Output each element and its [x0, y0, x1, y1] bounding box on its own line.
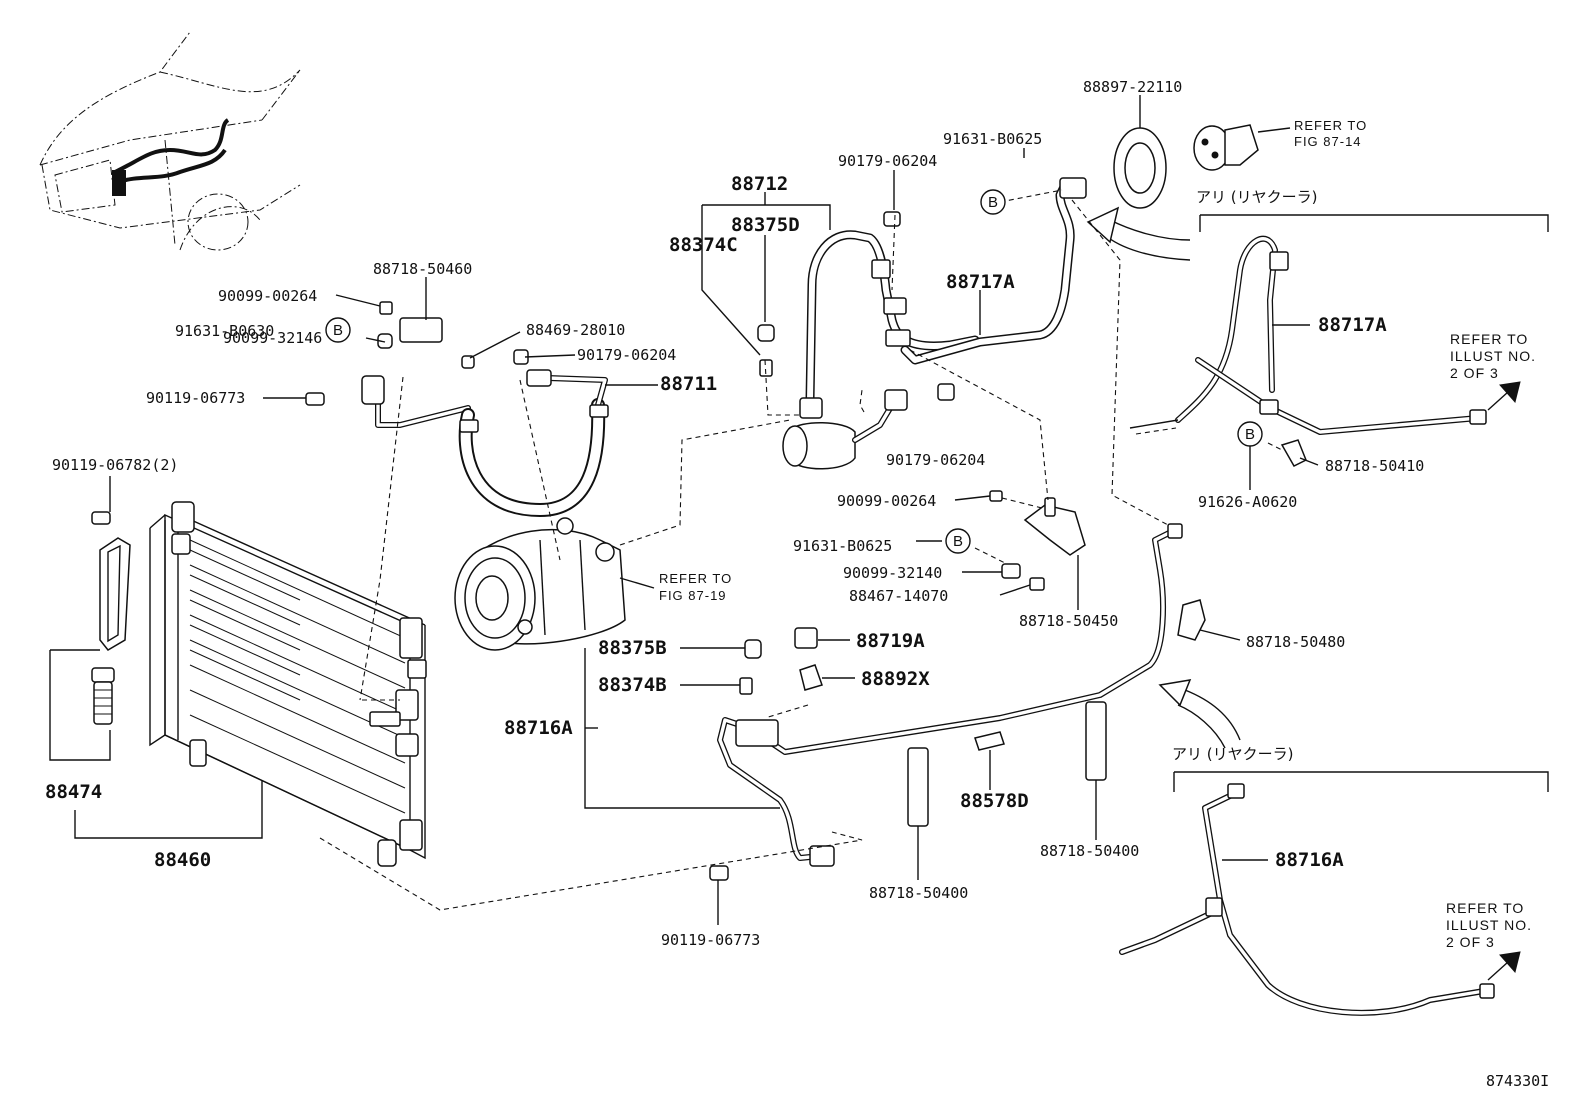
b-badge-mid: B	[945, 528, 971, 554]
label-88892x: 88892X	[861, 668, 930, 690]
part-labels: 88897-22110 91631-B0625 90179-06204 8871…	[45, 78, 1424, 949]
note-illust-a-line1: REFER TO	[1450, 331, 1528, 347]
seal-ring	[1113, 127, 1167, 209]
label-88467-14070: 88467-14070	[849, 587, 948, 605]
label-88374c: 88374C	[669, 234, 738, 256]
note-rear-cooler-lower: アリ (リヤクーラ)	[1172, 745, 1293, 763]
label-88718-50400-right: 88718-50400	[1040, 842, 1139, 860]
hose-88711	[361, 369, 609, 517]
label-88718-50400-left: 88718-50400	[869, 884, 968, 902]
label-88718-50450: 88718-50450	[1019, 612, 1118, 630]
note-rear-cooler-upper: アリ (リヤクーラ)	[1196, 188, 1317, 206]
label-91631-b0625-mid: 91631-B0625	[793, 537, 892, 555]
label-90119-06773-top: 90119-06773	[146, 389, 245, 407]
svg-text:B: B	[988, 194, 998, 211]
label-88469-28010: 88469-28010	[526, 321, 625, 339]
label-88716a-rear: 88716A	[1275, 849, 1344, 871]
svg-text:B: B	[953, 533, 963, 550]
label-90099-00264-mid: 90099-00264	[837, 492, 936, 510]
label-88375b: 88375B	[598, 637, 667, 659]
desiccant-parts	[91, 537, 131, 725]
label-88718-50480: 88718-50480	[1246, 633, 1345, 651]
svg-text:B: B	[1245, 426, 1255, 443]
label-88374b: 88374B	[598, 674, 667, 696]
notes: REFER TO FIG 87-14 REFER TO FIG 87-19 RE…	[659, 118, 1549, 1090]
switch-part	[1193, 124, 1259, 171]
label-88718-50410: 88718-50410	[1325, 457, 1424, 475]
label-88719a: 88719A	[856, 630, 925, 652]
b-badge-rear: B	[1237, 421, 1263, 447]
receiver-assembly	[782, 230, 980, 470]
label-88578d: 88578D	[960, 790, 1029, 812]
label-88716a-main: 88716A	[504, 717, 573, 739]
diagram-id: 874330I	[1486, 1072, 1549, 1090]
leader-lines	[109, 95, 1319, 925]
note-illust-b-line3: 2 OF 3	[1446, 934, 1495, 950]
reference-dashes	[319, 189, 1283, 911]
label-90119-06773-bottom: 90119-06773	[661, 931, 760, 949]
label-88717a-main: 88717A	[946, 271, 1015, 293]
note-illust-b-line2: ILLUST NO.	[1446, 917, 1532, 933]
label-88897-22110: 88897-22110	[1083, 78, 1182, 96]
label-88712: 88712	[731, 173, 788, 195]
pipe-88716a	[717, 523, 1183, 867]
rear-cooler-inset-upper	[1129, 214, 1549, 435]
svg-text:B: B	[333, 322, 343, 339]
b-badge-top: B	[980, 189, 1006, 215]
condenser-assembly	[149, 501, 427, 867]
note-illust-b-line1: REFER TO	[1446, 900, 1524, 916]
label-91626-a0620: 91626-A0620	[1198, 493, 1297, 511]
note-illust-a-line2: ILLUST NO.	[1450, 348, 1536, 364]
label-88474: 88474	[45, 781, 102, 803]
label-88460: 88460	[154, 849, 211, 871]
compressor	[454, 517, 626, 651]
pipe-88717a	[900, 177, 1087, 365]
label-91631-b0630: 91631-B0630	[175, 322, 274, 340]
label-88711: 88711	[660, 373, 717, 395]
note-illust-a-line3: 2 OF 3	[1450, 365, 1499, 381]
label-90179-06204-mid: 90179-06204	[886, 451, 985, 469]
note-refer-87-14-line1: REFER TO	[1294, 118, 1367, 133]
label-88375d: 88375D	[731, 214, 800, 236]
note-refer-87-19-line2: FIG 87-19	[659, 588, 727, 603]
label-90179-06204-left: 90179-06204	[577, 346, 676, 364]
label-90099-32146: 90099-32146	[223, 329, 322, 347]
label-88718-50460: 88718-50460	[373, 260, 472, 278]
note-refer-87-19-line1: REFER TO	[659, 571, 732, 586]
flow-arrows	[1086, 206, 1521, 981]
label-90099-00264-left: 90099-00264	[218, 287, 317, 305]
label-90119-06782: 90119-06782(2)	[52, 456, 178, 474]
b-badge-left: B	[325, 317, 351, 343]
clamps	[91, 211, 1307, 881]
label-88717a-rear: 88717A	[1318, 314, 1387, 336]
label-91631-b0625-top: 91631-B0625	[943, 130, 1042, 148]
label-90099-32140: 90099-32140	[843, 564, 942, 582]
note-refer-87-14-line2: FIG 87-14	[1294, 134, 1362, 149]
label-90179-06204-top: 90179-06204	[838, 152, 937, 170]
rear-cooler-inset-lower	[1119, 771, 1549, 1016]
vehicle-locator-sketch	[39, 31, 301, 251]
